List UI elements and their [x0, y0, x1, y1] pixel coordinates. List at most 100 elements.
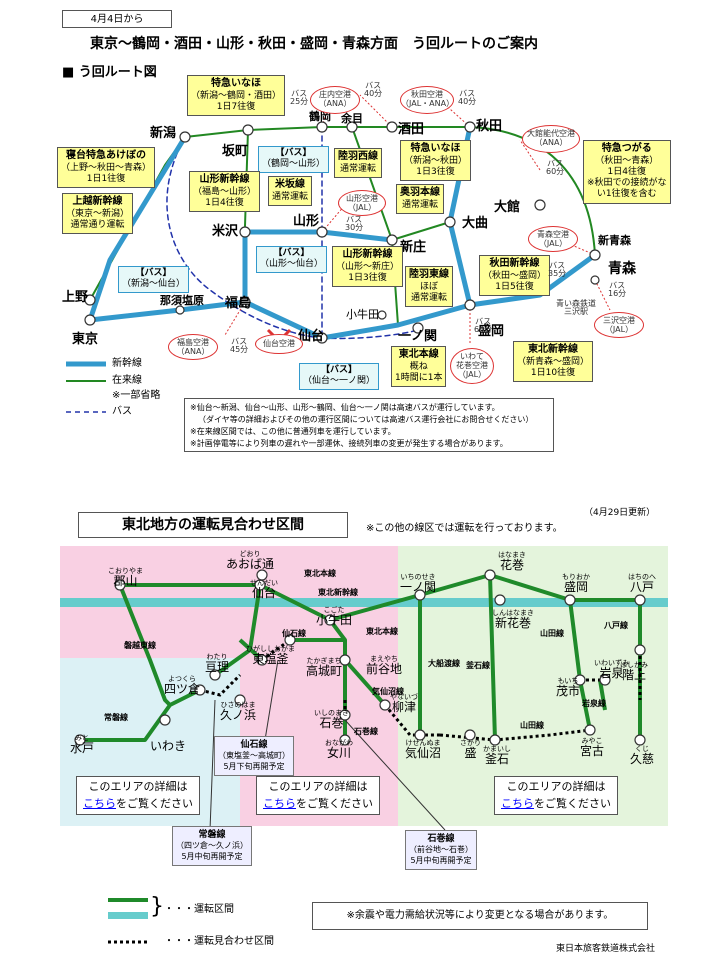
zairai-uetsu	[184, 126, 471, 138]
company-name: 東日本旅客鉄道株式会社	[556, 944, 656, 954]
route-ou-main: 奥羽本線通常運転	[396, 184, 444, 214]
station2-kamaishi: かまいし釜石	[483, 745, 511, 767]
legend-bus: バス	[112, 406, 132, 417]
station2-shiogama: ひがししおがま東塩釜	[246, 645, 295, 667]
station-fukushima: 福島	[225, 296, 252, 311]
line-banetsu: 磐越東線	[124, 641, 156, 650]
route-tsugaru: 特急つがる（秋田～青森）1日4往復※秋田での接続がない1往復を含む	[583, 140, 671, 204]
airport-yamagata: 山形空港（JAL）	[338, 190, 386, 216]
shinkansen-yamagata	[242, 229, 395, 305]
station-niigata: 新潟	[150, 126, 177, 141]
station-kogota: 小牛田	[346, 308, 379, 321]
station2-moichi: もいち茂市	[556, 677, 581, 699]
station-tsuruoka: 鶴岡	[309, 110, 331, 123]
station2-sakari: さかり盛	[460, 739, 481, 761]
station2-sendai: せんだい仙台	[250, 579, 278, 601]
route-yonesaka: 米坂線通常運転	[268, 176, 313, 206]
zairai-ou-north	[469, 126, 596, 256]
legend-partial: ※一部省略	[112, 390, 161, 401]
station2-aoba: どおりあおば通	[226, 550, 275, 572]
airport-misawa: 三沢空港（JAL）	[594, 312, 644, 338]
page-title: 東京～鶴岡・酒田・山形・秋田・盛岡・青森方面 う回ルートのご案内	[90, 36, 538, 52]
area-detail-link-1[interactable]: こちら	[83, 796, 116, 810]
area-detail-link-3[interactable]: こちら	[501, 796, 534, 810]
station-ueno: 上野	[62, 290, 89, 305]
station2-kogota: こごた小牛田	[316, 606, 353, 628]
station-aomori: 青森	[608, 261, 636, 277]
date-tab: 4月4日から	[62, 10, 172, 28]
section2-title: 東北地方の運転見合わせ区間	[78, 512, 348, 538]
station-morioka: 盛岡	[478, 324, 505, 339]
line-yamada-1: 山田線	[540, 629, 564, 638]
notes-box: ※仙台～新潟、仙台～山形、山形～鶴岡、仙台～一ノ関は高速バスが運行しています。（…	[184, 398, 554, 452]
station2-yotsukura: よつくら四ツ倉	[164, 675, 201, 697]
footer-note: ※余震や電力需給状況等により変更となる場合があります。	[312, 902, 648, 930]
line-ofunato: 大船渡線	[428, 659, 460, 668]
callout-ishinomaki: 石巻線（前谷地～石巻）5月中旬再開予定	[405, 830, 477, 870]
route-bus-niigata-sendai: 【バス】（新潟～仙台）	[118, 266, 190, 293]
station-nasushiobara: 那須塩原	[160, 294, 204, 307]
station2-onagawa: おながわ女川	[325, 739, 353, 761]
station2-morioka: もりおか盛岡	[562, 573, 590, 595]
airport-odate: 大館能代空港（ANA）	[522, 125, 580, 153]
area-detail-1: このエリアの詳細はこちらをご覧ください	[76, 776, 200, 815]
station2-hanamaki: はなまき花巻	[498, 551, 526, 573]
callout-joban: 常磐線（四ツ倉～久ノ浜）5月中旬再開予定	[172, 826, 252, 866]
route-joetsu: 上越新幹線（東京～新潟）通常通り運転	[62, 193, 134, 234]
route-akita-shinkansen: 秋田新幹線（秋田～盛岡）1日5往復	[479, 255, 551, 296]
route-inaho-1: 特急いなほ（新潟～鶴岡・酒田）1日7往復	[187, 75, 286, 116]
shinkansen-tohoku	[87, 252, 598, 341]
station2-watari: わたり亘理	[205, 653, 230, 675]
station-amarume: 余目	[341, 112, 363, 125]
airport-hanamaki: いわて花巻空港（JAL）	[450, 348, 494, 384]
route-tohoku-shinkansen: 東北新幹線（新青森～盛岡）1日10往復	[513, 341, 594, 382]
route-yamagata-shinkansen: 山形新幹線（福島～山形）1日4往復	[189, 171, 261, 212]
station-tokyo: 東京	[72, 332, 99, 347]
misawa-station-label: 青い森鉄道三沢駅	[556, 299, 596, 317]
section2-updated: （4月29日更新）	[584, 508, 656, 518]
station2-koriyama: こおりやま郡山	[108, 567, 143, 589]
airport-aomori: 青森空港（JAL）	[528, 226, 578, 252]
station-sendai: 仙台	[298, 329, 325, 344]
area-detail-2: このエリアの詳細はこちらをご覧ください	[256, 776, 380, 815]
line-tohoku-main-2: 東北本線	[366, 627, 398, 636]
shinkansen-joetsu	[87, 134, 188, 323]
station2-iwaizumi: いわいずみ岩泉	[594, 659, 629, 681]
station-sakata: 酒田	[398, 122, 425, 137]
section-route-map: ■ う回ルート図	[62, 65, 157, 80]
area-detail-3: このエリアの詳細はこちらをご覧ください	[494, 776, 618, 815]
line-tohoku-main-1: 東北本線	[304, 569, 336, 578]
station-yonezawa: 米沢	[212, 224, 239, 239]
route-inaho-2: 特急いなほ（新潟～秋田）1日3往復	[400, 140, 472, 181]
route-bus-sendai-ichinoseki: 【バス】（仙台～一ノ関）	[299, 363, 380, 390]
station2-takagi: たかぎまち高城町	[306, 657, 343, 679]
station2-miyako: みやこ宮古	[580, 737, 605, 759]
line-senseki: 仙石線	[282, 629, 306, 638]
legend-shinkansen: 新幹線	[112, 358, 142, 369]
route-bus-sendai-yamagata: 【バス】（山形～仙台）	[256, 246, 328, 273]
station2-iwaki: いわき	[150, 739, 187, 753]
station-shinjo: 新庄	[400, 240, 427, 255]
route-rikuu-west: 陸羽西線通常運転	[334, 148, 382, 178]
route-akebono: 寝台特急あけぼの（上野～秋田～青森）1日1往復	[57, 147, 156, 188]
legend2-stopped: ・・・運転見合わせ区間	[164, 936, 274, 947]
legend2-running: ・・・運転区間	[164, 904, 234, 915]
station-akita: 秋田	[476, 119, 503, 134]
route-map-lines	[66, 94, 611, 413]
area-detail-link-2[interactable]: こちら	[263, 796, 296, 810]
station2-yanaizu: やないづ柳津	[390, 693, 418, 715]
station2-ishinomaki: いしのまき石巻	[314, 709, 349, 731]
station-odate: 大館	[494, 200, 521, 215]
airport-sendai: 仙台空港	[255, 334, 303, 354]
station2-hachinohe: はちのへ八戸	[628, 573, 656, 595]
station-ichinoseki: 一ノ関	[398, 329, 438, 344]
